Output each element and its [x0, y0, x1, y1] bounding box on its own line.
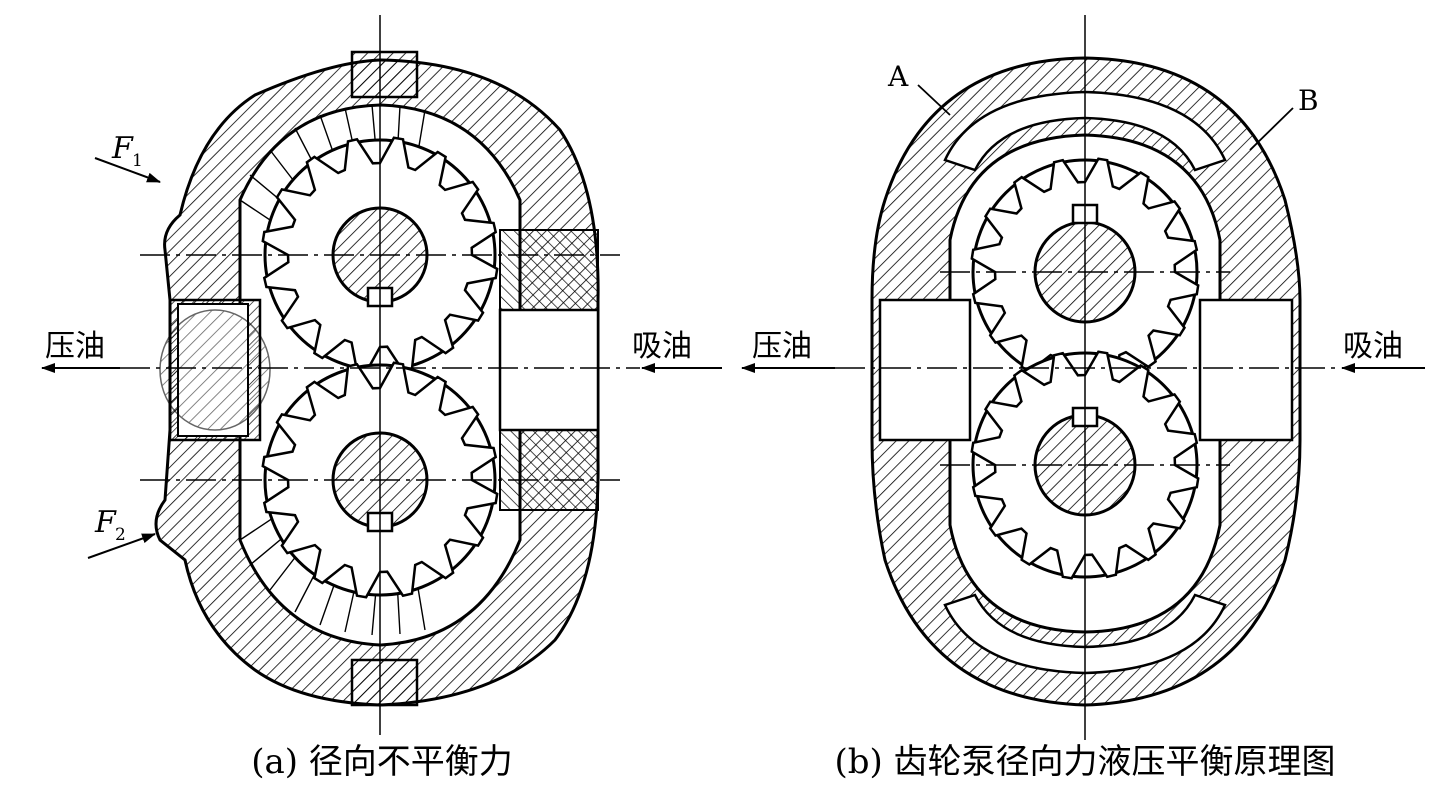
force-sub-f1: 1 [132, 151, 143, 171]
inlet-label-a: 吸油 [632, 329, 692, 364]
caption-b: (b) 齿轮泵径向力液压平衡原理图 [834, 742, 1335, 782]
groove-b-label: B [1298, 84, 1319, 117]
leader-a [917, 84, 951, 116]
force-arrow-f1 [94, 157, 161, 183]
diagram-b-hydraulic-balance: A B 压油 吸油 (b) 齿轮泵径向力液压平衡原理图 [741, 15, 1425, 782]
caption-a: (a) 径向不平衡力 [251, 742, 513, 782]
balance-groove-bottom [943, 593, 1227, 675]
outlet-label-a: 压油 [45, 329, 105, 364]
diagram-a-radial-unbalanced-force: F 1 F 2 压油 吸油 (a) 径向不平衡力 [41, 15, 722, 782]
inlet-label-b: 吸油 [1343, 329, 1403, 364]
balance-groove-top [943, 90, 1227, 172]
force-sub-f2: 2 [115, 525, 126, 545]
force-label-f1: F [111, 131, 134, 166]
force-label-f2: F [94, 505, 117, 540]
outlet-label-b: 压油 [752, 329, 812, 364]
leader-b [1249, 107, 1294, 151]
groove-a-label: A [887, 60, 909, 93]
force-arrow-f2 [87, 533, 156, 559]
